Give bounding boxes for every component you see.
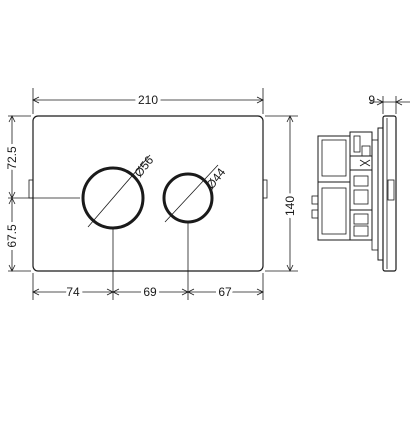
height-dimension: 140: [265, 115, 300, 272]
mounting-frame: [377, 127, 384, 261]
plate-thickness-label: 9: [368, 93, 375, 107]
width-label: 210: [138, 93, 158, 107]
width-dimension: 210: [32, 88, 264, 114]
small-button-to-right-label: 67: [218, 285, 232, 299]
left-to-large-button-label: 74: [66, 285, 80, 299]
right-side-tab: [262, 179, 268, 199]
small-button-diameter-leader: [164, 164, 219, 223]
actuator-mechanism: [311, 131, 373, 241]
top-to-centre-label: 72.5: [5, 146, 19, 170]
front-view: Ø56 Ø44: [28, 115, 268, 272]
left-vertical-dimensions: 72.5 67.5: [2, 115, 80, 272]
side-view: 9: [311, 93, 410, 272]
centre-to-bottom-label: 67.5: [5, 224, 19, 248]
flush-plate-outline: [32, 115, 264, 272]
bottom-horizontal-dimensions: 74 69 67: [32, 222, 264, 302]
height-label: 140: [283, 196, 297, 216]
button-spacing-label: 69: [143, 285, 157, 299]
small-button-diameter-label: Ø44: [203, 165, 228, 192]
large-button-diameter-leader: [87, 154, 151, 228]
